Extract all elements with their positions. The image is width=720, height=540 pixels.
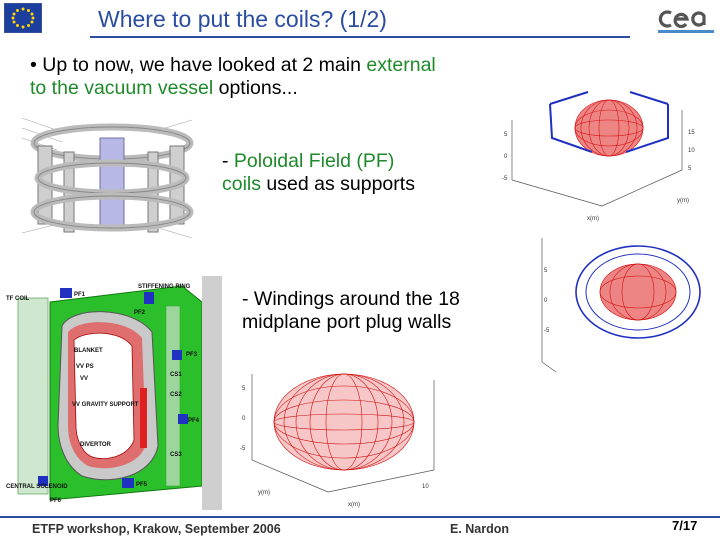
bullet-line2-text: options... [213, 77, 298, 99]
svg-text:-5: -5 [502, 176, 508, 182]
svg-text:10: 10 [688, 148, 695, 154]
pf-line2-text: used as supports [261, 173, 415, 195]
poloidal-cross-section-figure: TF COIL PF1 PF2 PF3 PF4 PF5 PF6 STIFFENI… [2, 276, 222, 510]
pf-coils-3d-plot: 5 0 -5 x(m) y(m) 15 10 5 [502, 91, 695, 222]
port-windings-3d-plot: 5 0 -5 y(m) x(m) 10 [240, 373, 435, 508]
title-underline [90, 36, 630, 38]
svg-text:0: 0 [504, 154, 508, 160]
cea-logo [658, 10, 714, 33]
label-pf5: PF5 [136, 482, 148, 488]
footer-rule [0, 516, 720, 518]
windings-line1: - Windings around the 18 [242, 288, 460, 310]
svg-text:y(m): y(m) [677, 198, 689, 204]
svg-text:x(m): x(m) [587, 216, 599, 222]
svg-text:-5: -5 [544, 328, 550, 334]
svg-text:x(m): x(m) [348, 502, 360, 508]
label-vv-ps: VV PS [76, 364, 94, 370]
pf-line2-accent: coils [222, 173, 262, 195]
label-cs1: CS1 [170, 372, 182, 378]
windings-option: - Windings around the 18 midplane port p… [242, 288, 460, 334]
svg-text:0: 0 [544, 298, 548, 304]
label-stiffening-ring: STIFFENING RING [138, 284, 191, 290]
svg-text:-5: -5 [240, 446, 246, 452]
svg-text:5: 5 [504, 132, 508, 138]
windings-line2: midplane port plug walls [242, 311, 452, 333]
label-cs2: CS2 [170, 392, 182, 398]
label-pf1: PF1 [74, 292, 86, 298]
pf-dash: - [222, 150, 234, 172]
magnet-system-3d-figure [21, 117, 194, 239]
label-pf4: PF4 [188, 418, 200, 424]
svg-text:15: 15 [688, 130, 695, 136]
svg-text:5: 5 [242, 386, 246, 392]
label-blanket: BLANKET [74, 348, 103, 354]
label-pf6: PF6 [50, 498, 62, 504]
label-tf-coil: TF COIL [6, 296, 30, 302]
svg-text:5: 5 [688, 166, 692, 172]
slide-title: Where to put the coils? (1/2) [98, 6, 387, 32]
page-number: 7/17 [672, 518, 698, 533]
bullet-external-options: • Up to now, we have looked at 2 main ex… [30, 54, 436, 100]
label-central-solenoid: CENTRAL SOLENOID [6, 484, 68, 490]
pf-coils-option: - Poloidal Field (PF) coils used as supp… [222, 150, 415, 196]
bullet-line1-text: Up to now, we have looked at 2 main [42, 54, 367, 76]
svg-text:10: 10 [422, 484, 429, 490]
bullet-line2-accent: to the vacuum vessel [30, 77, 214, 99]
bullet-line1-accent: external [366, 54, 436, 76]
pf-line1-accent: Poloidal Field (PF) [233, 150, 395, 172]
label-cs3: CS3 [170, 452, 182, 458]
footer-author: E. Nardon [450, 522, 510, 536]
label-pf2: PF2 [134, 310, 146, 316]
footer-event: ETFP workshop, Krakow, September 2006 [32, 522, 281, 536]
label-vv-gravity-support: VV GRAVITY SUPPORT [72, 402, 139, 408]
midplane-windings-3d-plot: 5 0 -5 [541, 238, 701, 373]
eu-flag-logo [4, 3, 42, 33]
label-vv: VV [80, 376, 88, 382]
svg-text:0: 0 [242, 416, 246, 422]
label-pf3: PF3 [186, 352, 198, 358]
svg-text:y(m): y(m) [258, 490, 270, 496]
label-divertor: DIVERTOR [80, 442, 112, 448]
svg-text:5: 5 [544, 268, 548, 274]
bullet-marker: • [30, 54, 37, 76]
